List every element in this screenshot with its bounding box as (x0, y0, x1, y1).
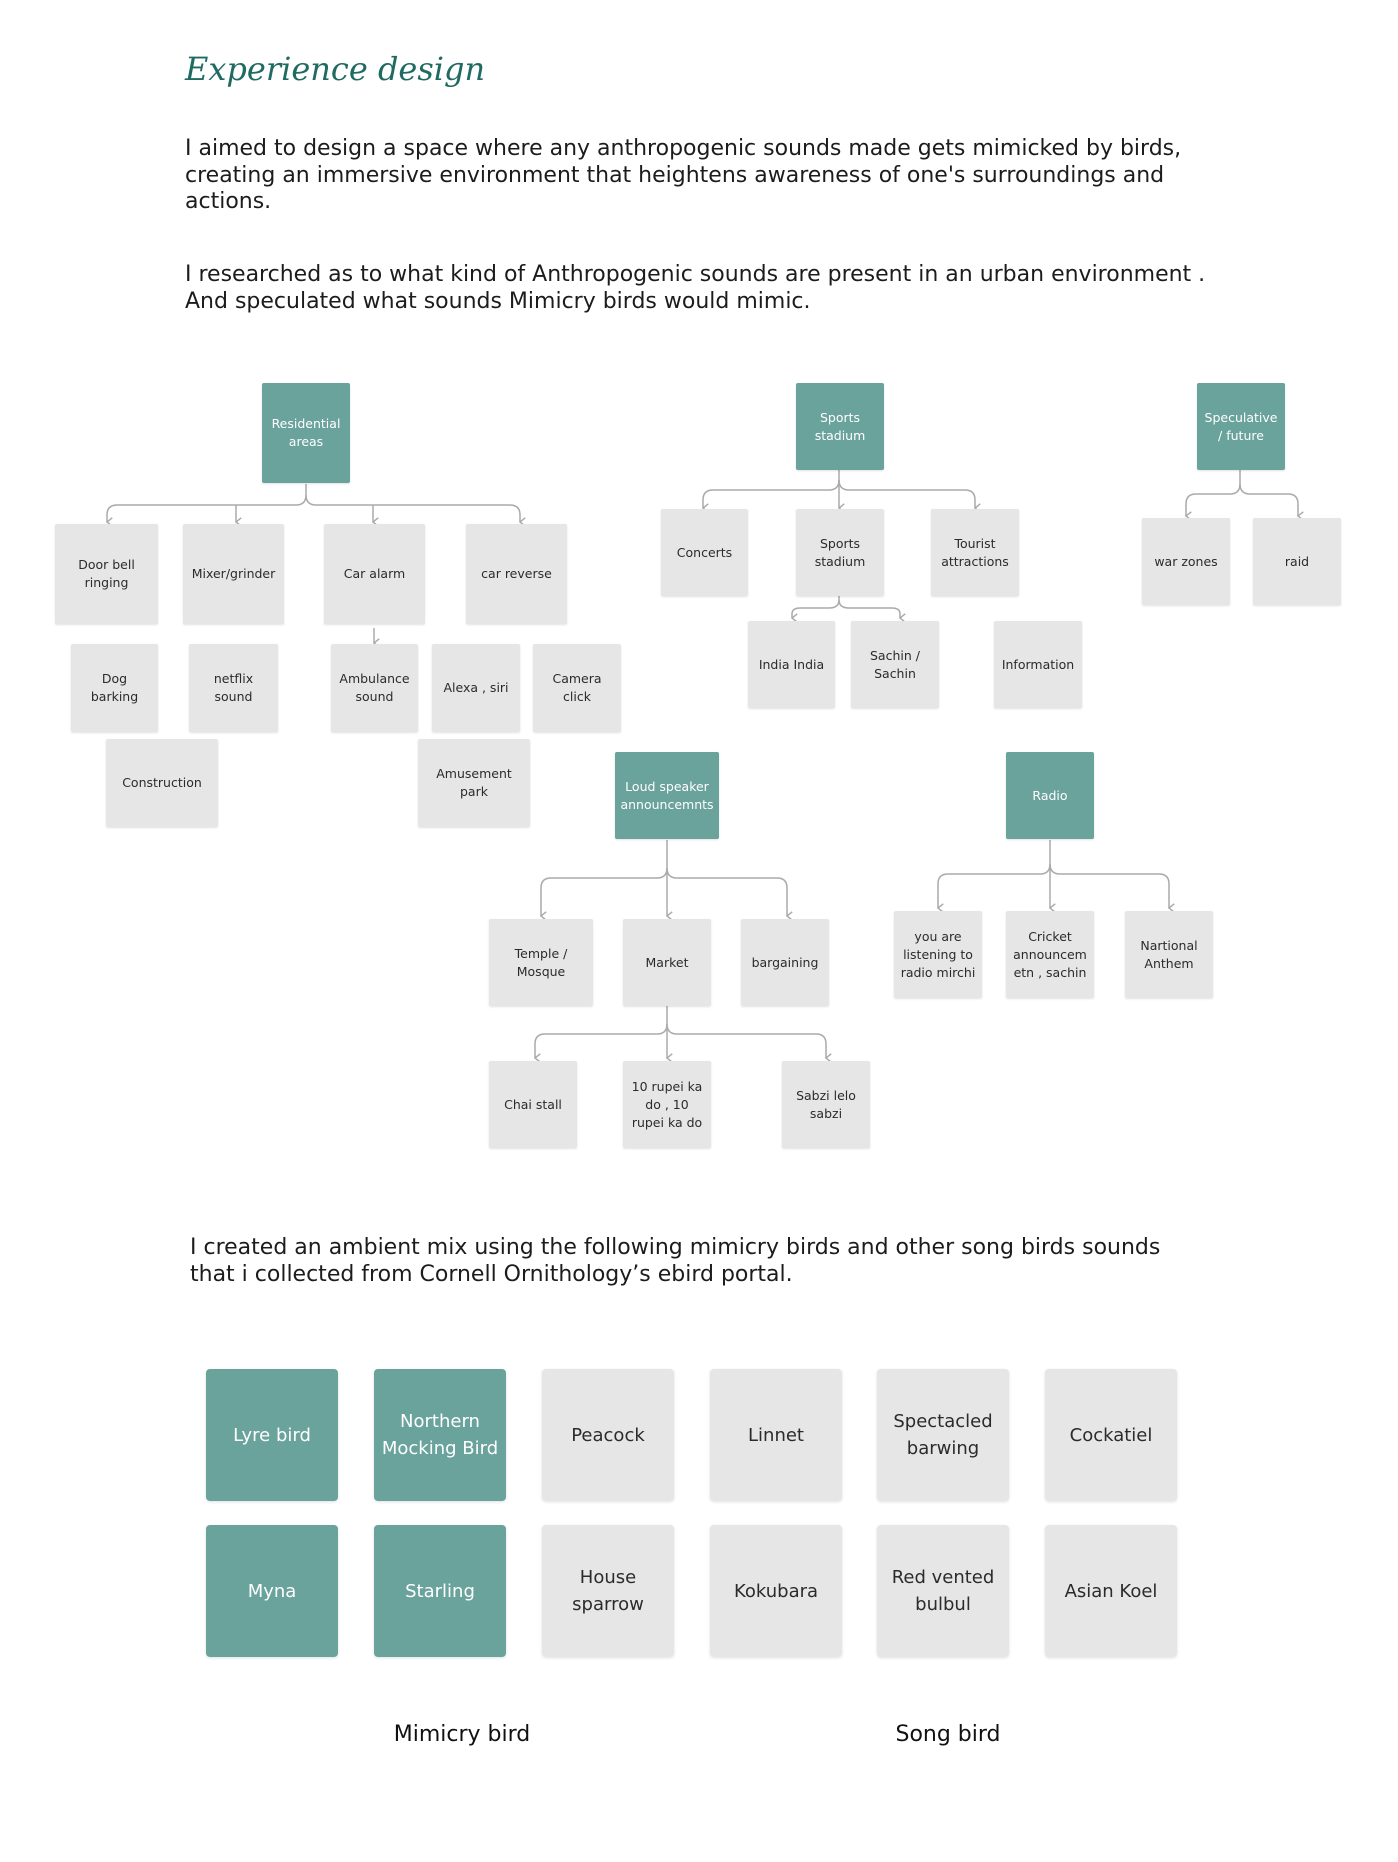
connector-speculative (1184, 470, 1241, 521)
node-india-india: India India (748, 621, 835, 708)
node-loud-speaker-announcements: Loud speaker announcemnts (615, 752, 719, 839)
song-bird-label: Song bird (895, 1722, 1001, 1747)
node-construction: Construction (106, 739, 218, 827)
node-door-bell: Door bell ringing (55, 524, 158, 624)
connector-stadium (838, 479, 981, 513)
node-ambulance-sound: Ambulance sound (331, 644, 418, 732)
bird-tile-song: Cockatiel (1045, 1369, 1177, 1501)
node-netflix-sound: netflix sound (189, 644, 278, 732)
node-tourist-attractions: Tourist attractions (931, 509, 1019, 596)
bird-tile-song: Asian Koel (1045, 1525, 1177, 1657)
node-dog-barking: Dog barking (71, 644, 158, 732)
connector-loudspeaker (666, 867, 793, 921)
node-national-anthem: Nartional Anthem (1125, 911, 1213, 998)
node-information: Information (994, 621, 1082, 708)
node-speculative-future: Speculative / future (1197, 383, 1285, 470)
node-mixer-grinder: Mixer/grinder (183, 524, 284, 624)
connector-loudspeaker (666, 1023, 832, 1063)
node-car-alarm: Car alarm (324, 524, 425, 624)
connector-stadium (838, 599, 906, 623)
bird-tile-song: House sparrow (542, 1525, 674, 1657)
node-sports-stadium-head: Sports stadium (796, 383, 884, 470)
bird-tile-song: Kokubara (710, 1525, 842, 1657)
connector-loudspeaker (533, 1006, 668, 1063)
node-radio: Radio (1006, 752, 1094, 839)
bird-tile-song: Red vented bulbul (877, 1525, 1009, 1657)
connector-radio (1049, 863, 1175, 913)
node-radio-mirchi: you are listening to radio mirchi (894, 911, 982, 998)
node-camera-click: Camera click (533, 644, 621, 732)
ambient-mix-paragraph: I created an ambient mix using the follo… (190, 1235, 1161, 1287)
connector-stadium (701, 470, 840, 513)
bird-tile-mimicry: Lyre bird (206, 1369, 338, 1501)
bird-tile-mimicry: Northern Mocking Bird (374, 1369, 506, 1501)
connector-residential (305, 494, 526, 527)
connector-loudspeaker (539, 840, 668, 921)
connector-radio (936, 840, 1051, 913)
intro-paragraph: I aimed to design a space where any anth… (185, 136, 1182, 214)
connector-stadium (790, 596, 840, 623)
node-temple-mosque: Temple / Mosque (489, 919, 593, 1006)
bird-tile-song: Linnet (710, 1369, 842, 1501)
bird-tile-mimicry: Starling (374, 1525, 506, 1657)
connector-speculative (1239, 483, 1304, 521)
node-raid: raid (1253, 518, 1341, 605)
bird-tile-song: Peacock (542, 1369, 674, 1501)
node-bargaining: bargaining (741, 919, 829, 1006)
node-sachin-sachin: Sachin / Sachin (851, 621, 939, 708)
node-amusement-park: Amusement park (418, 739, 530, 827)
node-car-reverse: car reverse (466, 524, 567, 624)
node-chai-stall: Chai stall (489, 1061, 577, 1148)
bird-tile-mimicry: Myna (206, 1525, 338, 1657)
node-cricket-announcement: Cricket announcem etn , sachin (1006, 911, 1094, 998)
node-concerts: Concerts (661, 509, 748, 596)
node-10-rupei-ka-do: 10 rupei ka do , 10 rupei ka do (623, 1061, 711, 1148)
node-sports-stadium: Sports stadium (796, 509, 884, 596)
bird-tile-song: Spectacled barwing (877, 1369, 1009, 1501)
node-sabzi-lelo: Sabzi lelo sabzi (782, 1061, 870, 1148)
node-residential-areas: Residential areas (262, 383, 350, 483)
node-war-zones: war zones (1142, 518, 1230, 605)
research-paragraph: I researched as to what kind of Anthropo… (185, 262, 1206, 314)
connector-residential (105, 484, 307, 527)
node-market: Market (623, 919, 711, 1006)
mimicry-bird-label: Mimicry bird (393, 1722, 531, 1747)
node-alexa-siri: Alexa , siri (432, 644, 520, 732)
page-title: Experience design (185, 50, 486, 88)
